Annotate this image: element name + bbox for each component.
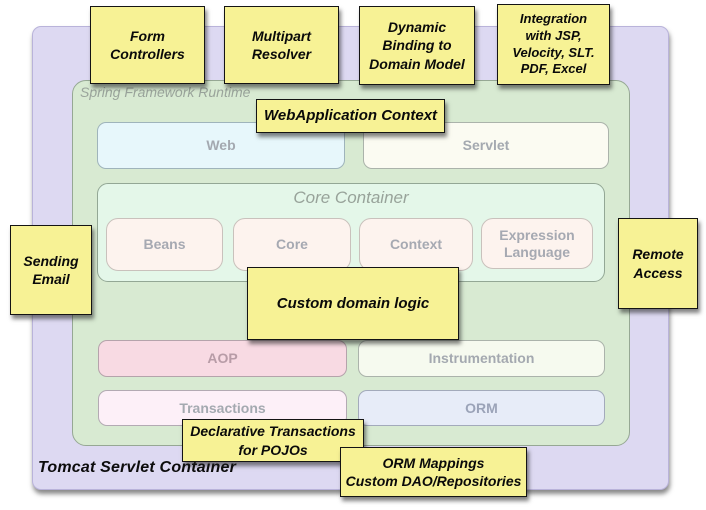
note-line: Form <box>130 27 165 44</box>
note-line: ORM Mappings <box>382 454 485 471</box>
note-line: Dynamic <box>387 19 447 36</box>
note-line: with JSP, <box>525 27 582 43</box>
note-line: Remote <box>632 246 684 263</box>
note-line: Multipart <box>251 27 312 44</box>
note-line: Binding to <box>382 37 452 54</box>
note-webapplication-context: WebApplication Context <box>256 99 445 133</box>
module-beans: Beans <box>106 218 223 271</box>
note-line: Custom DAO/Repositories <box>345 473 522 489</box>
note-line: Email <box>32 271 70 287</box>
module-core-label: Core <box>276 236 308 253</box>
note-line: Domain Model <box>369 55 465 72</box>
note-line: Integration <box>519 10 588 26</box>
note-declarative-transactions: Declarative Transactions for POJOs <box>182 419 364 462</box>
module-beans-label: Beans <box>143 236 186 253</box>
note-sending-email: Sending Email <box>10 225 92 315</box>
note-line: PDF, Excel <box>520 61 587 77</box>
layer-aop: AOP <box>98 340 347 377</box>
note-orm-mappings: ORM Mappings Custom DAO/Repositories <box>340 447 527 497</box>
note-line: Resolver <box>251 46 312 62</box>
spring-runtime-label: Spring Framework Runtime <box>80 84 251 100</box>
note-integration-views: Integration with JSP, Velocity, SLT. PDF… <box>497 4 610 85</box>
note-line: Sending <box>23 252 79 269</box>
layer-instrumentation: Instrumentation <box>358 340 605 377</box>
core-container: Core Container Beans Core Context Expres… <box>97 183 605 282</box>
layer-servlet-label: Servlet <box>462 137 510 154</box>
note-custom-domain-logic: Custom domain logic <box>247 267 459 340</box>
note-dynamic-binding: Dynamic Binding to Domain Model <box>359 6 475 85</box>
tomcat-container-label: Tomcat Servlet Container <box>38 459 237 476</box>
module-expression-language: Expression Language <box>481 218 593 269</box>
note-form-controllers: Form Controllers <box>90 6 205 84</box>
core-container-title: Core Container <box>293 188 409 207</box>
layer-orm-label: ORM <box>465 399 498 416</box>
note-line: WebApplication Context <box>263 107 438 125</box>
note-multipart-resolver: Multipart Resolver <box>224 6 339 84</box>
layer-transactions-label: Transactions <box>179 399 266 416</box>
note-line: Velocity, SLT. <box>512 44 595 60</box>
module-core: Core <box>233 218 351 271</box>
module-context: Context <box>359 218 473 271</box>
module-context-label: Context <box>389 236 443 253</box>
layer-web-label: Web <box>206 137 236 154</box>
layer-instrumentation-label: Instrumentation <box>428 350 535 367</box>
module-expression-language-label: Expression Language <box>499 227 575 260</box>
note-line: Controllers <box>110 46 185 62</box>
layer-orm: ORM <box>358 390 605 426</box>
note-line: for POJOs <box>238 441 308 458</box>
layer-aop-label: AOP <box>207 350 238 367</box>
note-remote-access: Remote Access <box>618 218 698 309</box>
note-line: Access <box>633 264 683 281</box>
note-line: Declarative Transactions <box>190 423 356 440</box>
note-line: Custom domain logic <box>276 294 430 312</box>
